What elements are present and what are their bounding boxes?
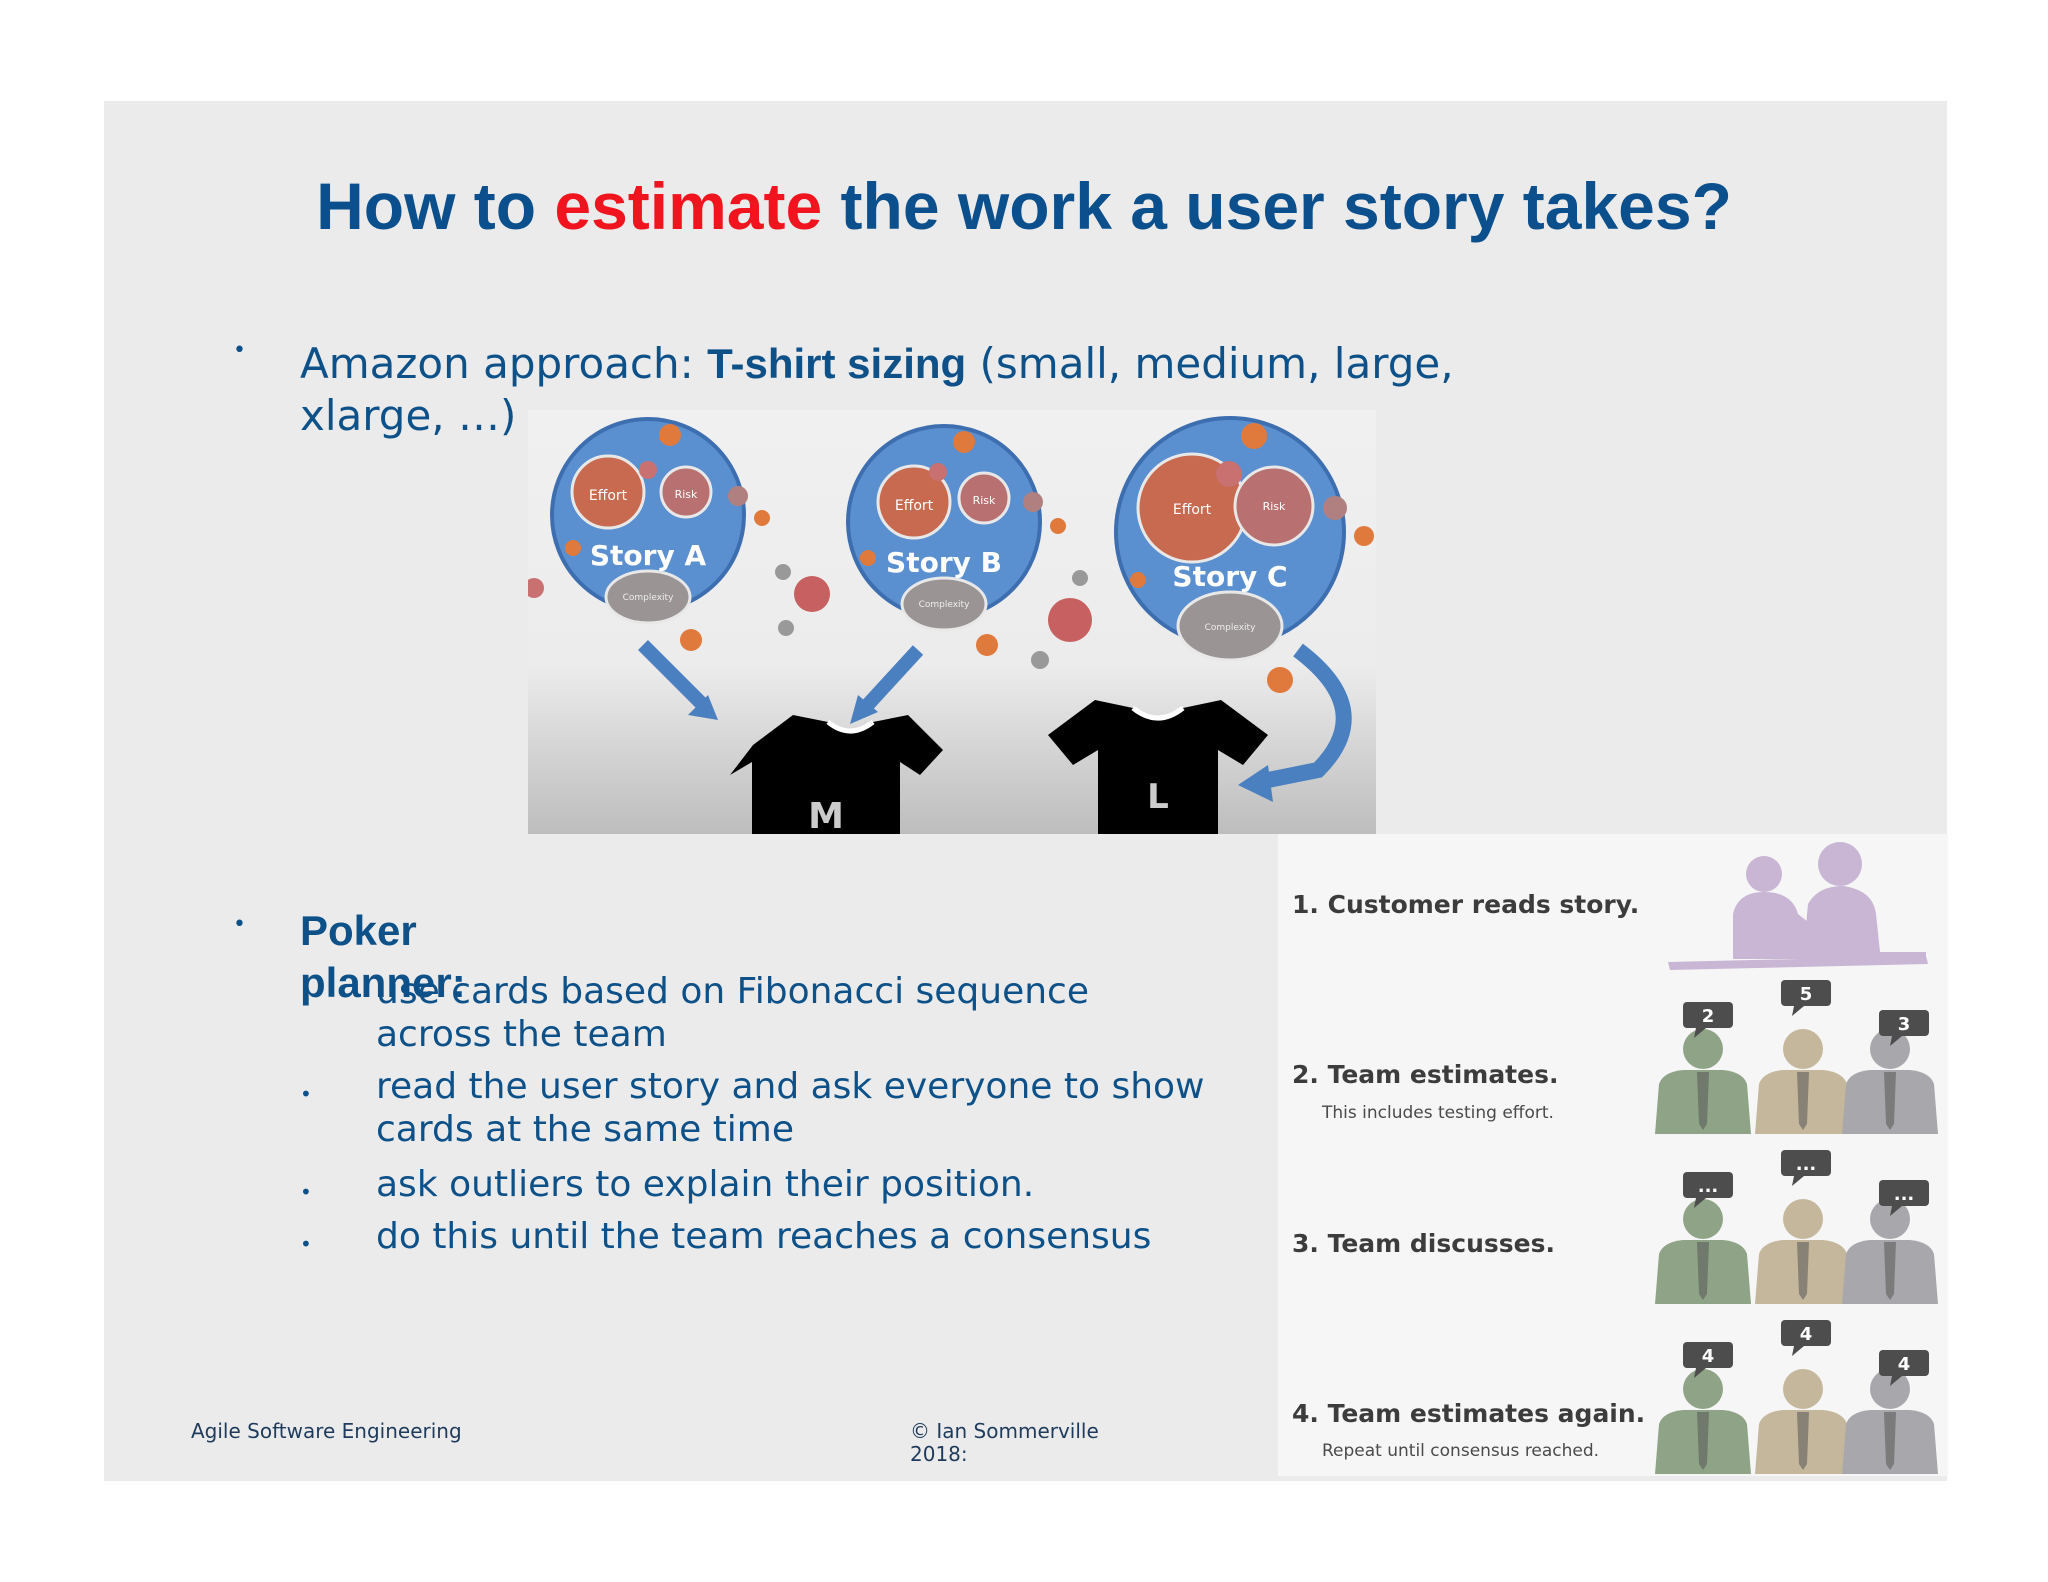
team-member-icon <box>1655 1029 1751 1134</box>
story-c-complexity: Complexity <box>1205 623 1257 633</box>
sub-bullet-dot: • <box>300 1180 312 1204</box>
step-2-subtitle: This includes testing effort. <box>1321 1103 1554 1123</box>
story-a-label: Story A <box>590 539 707 572</box>
estimate-label: 4 <box>1898 1354 1911 1375</box>
step-1-title: 1. Customer reads story. <box>1292 890 1639 919</box>
speech-bubble-icon: ... <box>1879 1180 1929 1216</box>
sub-bullet-dot: • <box>300 981 312 1005</box>
slide-title: How to estimate the work a user story ta… <box>0 168 2048 244</box>
estimate-label: ... <box>1894 1184 1915 1205</box>
team-member-icon <box>1655 1199 1751 1304</box>
arrow-b-icon <box>857 645 924 715</box>
team-member-icon <box>1842 1199 1938 1304</box>
customer-icon <box>1668 842 1928 970</box>
bullet1-rest: (small, medium, large, xlarge, …) <box>300 339 1454 440</box>
team-member-icon <box>1755 1029 1851 1134</box>
bullet-poker-planner: Poker planner: <box>300 907 466 1006</box>
speech-bubble-icon: 4 <box>1781 1320 1831 1356</box>
speech-bubble-icon: ... <box>1781 1150 1831 1186</box>
estimate-label: ... <box>1698 1176 1719 1197</box>
sub-bullet-dot: • <box>300 1232 312 1256</box>
footer-right: © Ian Sommerville 2018: <box>910 1419 1099 1466</box>
story-a-complexity: Complexity <box>623 593 675 603</box>
estimate-label: 4 <box>1800 1324 1813 1345</box>
step-4-title: 4. Team estimates again. <box>1292 1399 1645 1428</box>
speech-bubble-icon: 3 <box>1879 1010 1929 1046</box>
speech-bubble-icon: 4 <box>1879 1350 1929 1386</box>
speech-bubble-icon: 2 <box>1683 1002 1733 1038</box>
floating-bubbles <box>528 423 1374 693</box>
title-part1: How to <box>316 169 555 243</box>
bullet-dot-1: • <box>233 338 246 363</box>
story-a-effort: Effort <box>589 488 628 504</box>
size-m-label: M <box>808 796 844 834</box>
title-highlight: estimate <box>554 169 823 243</box>
estimate-label: ... <box>1796 1154 1817 1175</box>
tshirt-m-icon: M <box>730 715 943 834</box>
story-b-effort: Effort <box>895 498 934 514</box>
team-member-icon <box>1755 1369 1851 1474</box>
bullet1-lead: Amazon approach: <box>300 339 708 388</box>
story-a-risk: Risk <box>675 488 698 501</box>
speech-bubble-icon: 4 <box>1683 1342 1733 1378</box>
sub-bullet-dot: • <box>300 1082 312 1106</box>
step-4-subtitle: Repeat until consensus reached. <box>1322 1441 1599 1461</box>
story-b-label: Story B <box>886 546 1002 579</box>
estimate-label: 3 <box>1898 1014 1911 1035</box>
bullet-amazon-approach: Amazon approach: T-shirt sizing (small, … <box>300 338 1600 442</box>
estimate-label: 4 <box>1702 1346 1715 1367</box>
footer-left: Agile Software Engineering <box>191 1419 462 1443</box>
story-c-effort: Effort <box>1173 502 1212 518</box>
team-member-icon <box>1842 1029 1938 1134</box>
poker-planning-figure: 1. Customer reads story. 2. Team estimat… <box>1278 834 1948 1476</box>
team-member-icon <box>1755 1199 1851 1304</box>
team-member-icon <box>1655 1369 1751 1474</box>
sub-bullet-4-text: do this until the team reaches a consens… <box>376 1216 1152 1257</box>
story-b-risk: Risk <box>973 494 996 507</box>
estimate-label: 2 <box>1702 1006 1715 1027</box>
step-3-title: 3. Team discusses. <box>1292 1229 1555 1258</box>
tshirt-l-icon: L <box>1048 700 1268 834</box>
story-b-complexity: Complexity <box>919 600 971 610</box>
team-member-icon <box>1842 1369 1938 1474</box>
sub-bullet-3-text: ask outliers to explain their position. <box>376 1164 1035 1205</box>
speech-bubble-icon: 5 <box>1781 980 1831 1016</box>
bullet1-bold: T-shirt sizing <box>707 340 967 387</box>
sub-bullet-1-text: use cards based on Fibonacci sequence ac… <box>376 971 1089 1055</box>
story-c-risk: Risk <box>1263 500 1286 513</box>
story-c-label: Story C <box>1172 560 1287 593</box>
speech-bubble-icon: ... <box>1683 1172 1733 1208</box>
tshirt-sizing-figure: Effort Risk Story A Complexity Effort Ri… <box>528 410 1376 834</box>
sub-bullet-2-text: read the user story and ask everyone to … <box>376 1066 1205 1150</box>
arrow-a-icon <box>638 640 708 710</box>
arrow-c-icon <box>1256 643 1352 790</box>
bullet-dot-2: • <box>233 912 246 937</box>
estimate-label: 5 <box>1800 984 1813 1005</box>
title-part2: the work a user story takes? <box>822 169 1732 243</box>
step-2-title: 2. Team estimates. <box>1292 1060 1558 1089</box>
size-l-label: L <box>1147 777 1169 817</box>
